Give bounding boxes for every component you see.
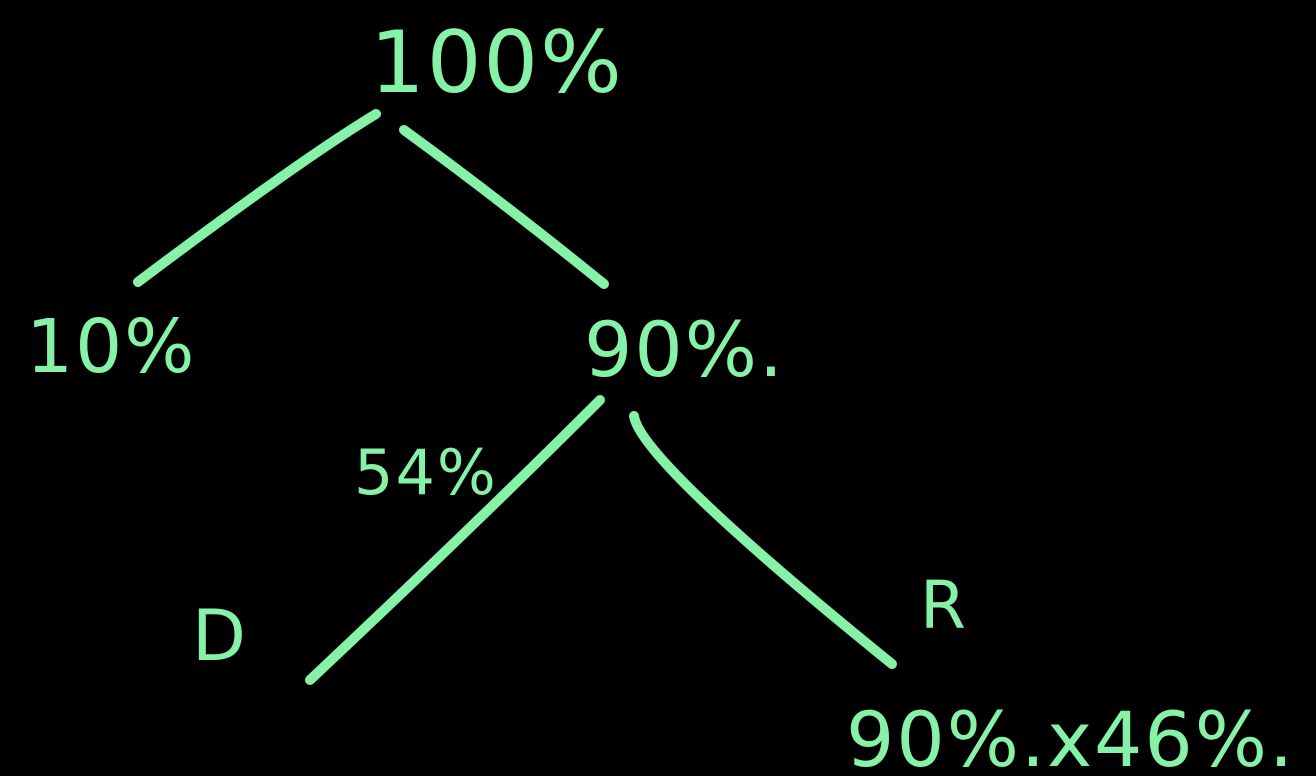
root-label: 100% (370, 13, 624, 113)
branch-90-to-r (629, 411, 897, 669)
right-calculation-label: 90%.x46%. (846, 695, 1295, 776)
branch-root-to-90 (399, 125, 609, 289)
leaf-r-label: R (920, 567, 968, 644)
leaf-d-label: D (192, 595, 248, 677)
branch-90-to-d (305, 395, 605, 685)
left-node-label: 10% (26, 304, 196, 390)
branch-probability-label: 54% (354, 436, 498, 509)
branch-root-to-10 (133, 109, 381, 287)
right-node-label: 90%. (584, 305, 785, 394)
